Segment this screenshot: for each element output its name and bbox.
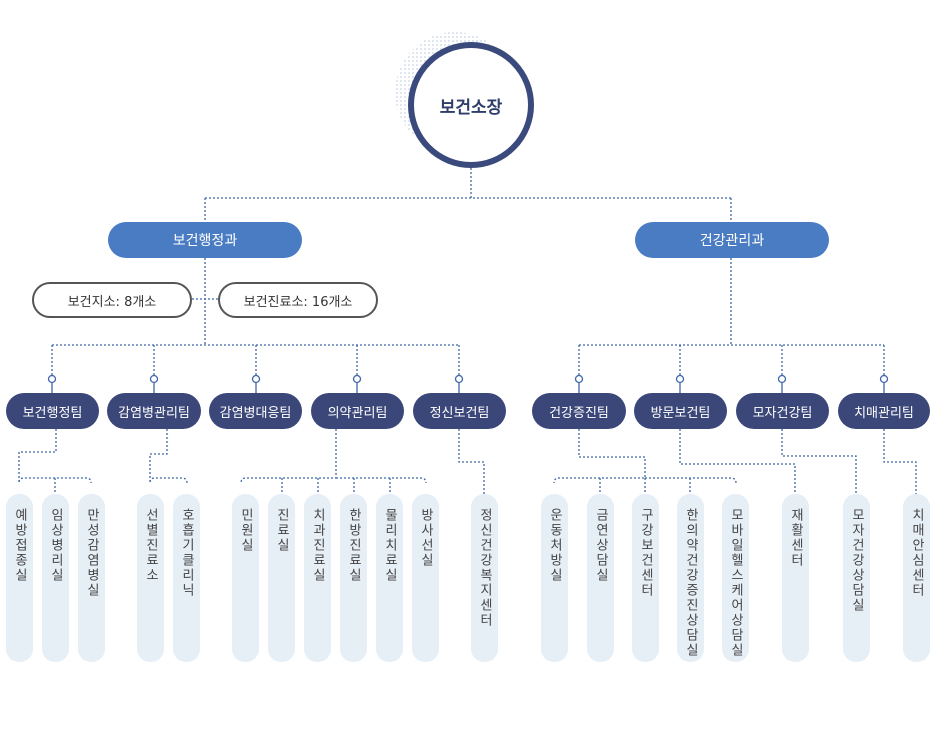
unit-respiratory-clinic: 호흡기클리닉 xyxy=(173,494,200,662)
unit-chronic-infection: 만성감염병실 xyxy=(78,494,105,662)
unit-civil-service: 민원실 xyxy=(232,494,259,662)
team-admin: 보건행정팀 xyxy=(6,393,99,429)
head-node: 보건소장 xyxy=(408,42,534,168)
branch-office: 보건지소: 8개소 xyxy=(32,282,192,318)
unit-dental: 치과진료실 xyxy=(304,494,331,662)
unit-clinical-pathology: 임상병리실 xyxy=(42,494,69,662)
unit-dementia-center: 치매안심센터 xyxy=(903,494,930,662)
unit-korean-medicine-counsel: 한의약건강증진상담실 xyxy=(677,494,704,662)
team-infection-response: 감염병대응팀 xyxy=(209,393,302,429)
unit-physical-therapy: 물리치료실 xyxy=(376,494,403,662)
team-maternal-child: 모자건강팀 xyxy=(736,393,829,429)
unit-treatment: 진료실 xyxy=(268,494,295,662)
department-admin: 보건행정과 xyxy=(108,222,302,258)
unit-smoking-cessation: 금연상담실 xyxy=(587,494,614,662)
branch-clinic: 보건진료소: 16개소 xyxy=(218,282,378,318)
unit-screening-clinic: 선별진료소 xyxy=(137,494,164,662)
team-pharmacy: 의약관리팀 xyxy=(311,393,404,429)
team-mental-health: 정신보건팀 xyxy=(413,393,506,429)
unit-radiology: 방사선실 xyxy=(412,494,439,662)
unit-mobile-healthcare: 모바일헬스케어상담실 xyxy=(722,494,749,662)
unit-rehabilitation: 재활센터 xyxy=(782,494,809,662)
team-health-promotion: 건강증진팀 xyxy=(532,393,626,429)
department-health: 건강관리과 xyxy=(635,222,829,258)
team-home-visit: 방문보건팀 xyxy=(634,393,727,429)
unit-vaccination: 예방접종실 xyxy=(6,494,33,662)
unit-mental-health-center: 정신건강복지센터 xyxy=(471,494,498,662)
unit-oral-health: 구강보건센터 xyxy=(632,494,659,662)
unit-exercise: 운동처방실 xyxy=(541,494,568,662)
team-dementia: 치매관리팀 xyxy=(838,393,930,429)
team-infection-control: 감염병관리팀 xyxy=(107,393,201,429)
unit-oriental-medicine: 한방진료실 xyxy=(340,494,367,662)
unit-maternal-counsel: 모자건강상담실 xyxy=(843,494,870,662)
